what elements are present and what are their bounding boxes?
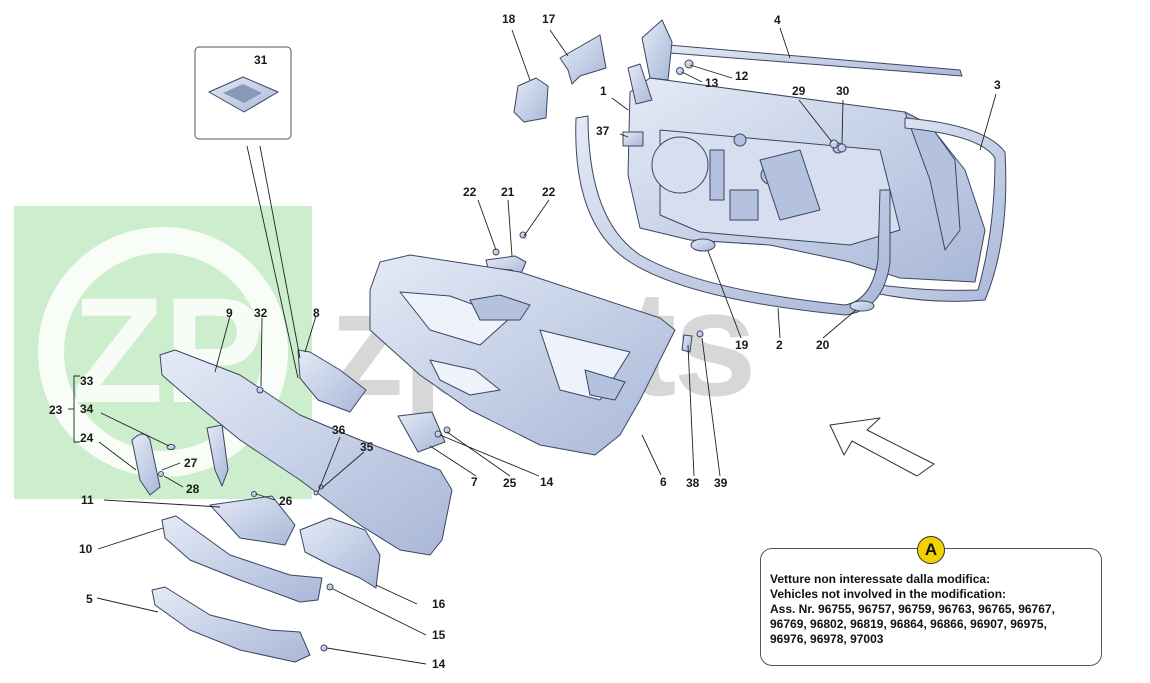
callout-21: 21 xyxy=(501,185,515,199)
callout-24: 24 xyxy=(80,431,94,445)
part-36-clip xyxy=(313,490,319,496)
note-line-3: Ass. Nr. 96755, 96757, 96759, 96763, 967… xyxy=(770,602,1055,616)
callout-7: 7 xyxy=(471,475,478,489)
callout-16: 16 xyxy=(432,597,446,611)
callout-19: 19 xyxy=(735,338,749,352)
part-9-armrest xyxy=(159,349,453,556)
callout-17: 17 xyxy=(542,12,556,26)
callout-32: 32 xyxy=(254,306,268,320)
callout-10: 10 xyxy=(79,542,93,556)
note-badge: A xyxy=(917,536,945,564)
callout-12: 12 xyxy=(735,69,749,83)
part-10-pocket-trim xyxy=(161,515,323,603)
note-text: Vetture non interessate dalla modifica: … xyxy=(770,572,1100,647)
part-11-handle xyxy=(209,495,296,546)
callout-5: 5 xyxy=(86,592,93,606)
callout-14-upper: 14 xyxy=(540,475,554,489)
part-14-screw-upper xyxy=(434,430,442,438)
note-line-5: 96976, 96978, 97003 xyxy=(770,632,884,646)
callout-37: 37 xyxy=(596,124,610,138)
callout-4: 4 xyxy=(774,13,781,27)
note-line-2: Vehicles not involved in the modificatio… xyxy=(770,587,1007,601)
callout-9: 9 xyxy=(226,306,233,320)
part-12-screw xyxy=(684,59,694,69)
part-4-frame-corner xyxy=(641,19,673,81)
part-30-fastener xyxy=(837,143,847,153)
part-17-mirror-trim xyxy=(559,34,607,85)
note-line-1: Vetture non interessate dalla modifica: xyxy=(770,572,991,586)
callout-26: 26 xyxy=(279,494,293,508)
part-7-trim-cover xyxy=(397,411,446,453)
callout-13: 13 xyxy=(705,76,719,90)
callout-27: 27 xyxy=(184,456,198,470)
callout-20: 20 xyxy=(816,338,830,352)
zp-logo-icon: ZP xyxy=(38,227,288,477)
callout-39: 39 xyxy=(714,476,728,490)
watermark-logo: ZP xyxy=(14,206,312,499)
part-15-screw xyxy=(326,583,334,591)
callout-3: 3 xyxy=(994,78,1001,92)
callout-22-right: 22 xyxy=(542,185,556,199)
part-28-screw xyxy=(158,471,164,477)
callout-6: 6 xyxy=(660,475,667,489)
callout-36: 36 xyxy=(332,423,346,437)
callout-11: 11 xyxy=(81,493,94,507)
part-5-lower-trim xyxy=(151,586,311,663)
callout-30: 30 xyxy=(836,84,850,98)
callout-25: 25 xyxy=(503,476,517,490)
callout-28: 28 xyxy=(186,482,200,496)
part-2-door-seal xyxy=(575,115,891,316)
part-26-screw xyxy=(251,491,257,497)
direction-arrow-icon xyxy=(829,417,935,477)
callout-23: 23 xyxy=(49,403,63,417)
part-4-window-seal xyxy=(667,44,963,77)
note-line-4: 96769, 96802, 96819, 96864, 96866, 96907… xyxy=(770,617,1047,631)
callout-34: 34 xyxy=(80,402,94,416)
part-16-bracket xyxy=(299,517,381,589)
part-38-clip xyxy=(681,334,693,353)
callout-8: 8 xyxy=(313,306,320,320)
part-33-bracket xyxy=(206,424,229,487)
part-22-screw-right xyxy=(519,231,527,239)
part-8-speaker-trim xyxy=(297,349,367,413)
callout-33: 33 xyxy=(80,374,94,388)
callout-15: 15 xyxy=(432,628,446,642)
callout-14-lower: 14 xyxy=(432,657,446,671)
part-20-plug xyxy=(849,300,875,312)
callout-29: 29 xyxy=(792,84,806,98)
leader-lines xyxy=(68,27,997,665)
callout-18: 18 xyxy=(502,12,516,26)
part-18-mirror-cover xyxy=(513,77,549,123)
part-32-screw xyxy=(256,386,264,394)
part-24-cover xyxy=(131,433,161,496)
callout-1: 1 xyxy=(600,84,607,98)
callout-22-left: 22 xyxy=(463,185,477,199)
callout-31: 31 xyxy=(254,53,268,67)
part-19-plug xyxy=(690,238,716,252)
callout-35: 35 xyxy=(360,440,374,454)
part-13-screw xyxy=(676,67,684,75)
callout-38: 38 xyxy=(686,476,700,490)
part-25-screw xyxy=(443,426,451,434)
part-39-screw xyxy=(696,330,704,338)
callout-2: 2 xyxy=(776,338,783,352)
part-14-screw-lower xyxy=(320,644,328,652)
part-37-label xyxy=(622,131,644,147)
